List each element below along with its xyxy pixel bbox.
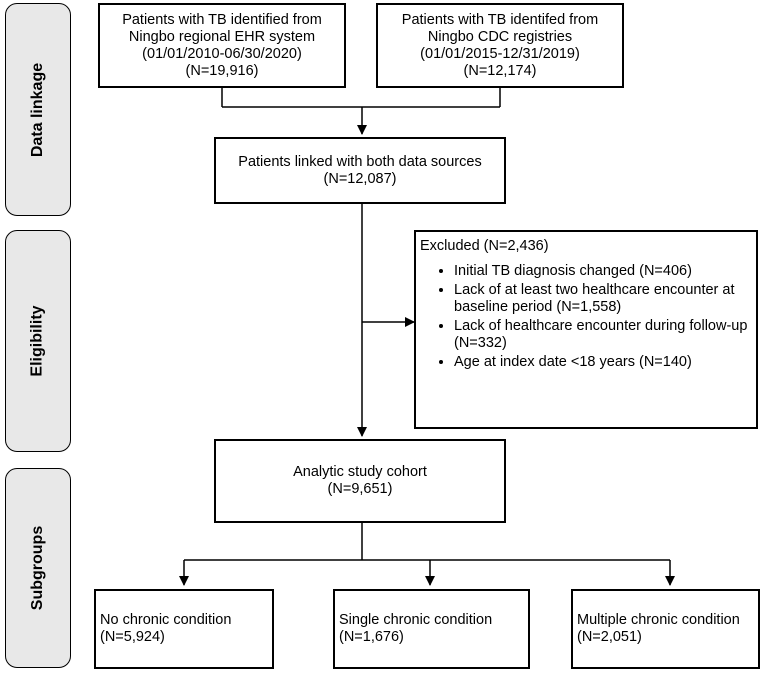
linked-line2: (N=12,087)	[323, 170, 397, 187]
exclusion-item: Age at index date <18 years (N=140)	[454, 354, 752, 371]
cohort-line1: Analytic study cohort	[293, 464, 427, 480]
subgroup-line2: (N=2,051)	[577, 629, 642, 645]
phase-label-text: Subgroups	[29, 525, 46, 611]
source-cdc-line3: (01/01/2015-12/31/2019)	[420, 45, 580, 62]
exclusion-item: Lack of at least two healthcare encounte…	[454, 282, 752, 316]
linked-line1: Patients linked with both data sources	[238, 153, 482, 170]
exclusion-list: Initial TB diagnosis changed (N=406) Lac…	[420, 263, 752, 371]
linked-box: Patients linked with both data sources (…	[214, 137, 506, 204]
source-cdc-line2: Ningbo CDC registries	[427, 28, 573, 45]
source-cdc-box: Patients with TB identifed from Ningbo C…	[376, 3, 624, 88]
subgroup-box-single-chronic: Single chronic condition (N=1,676)	[333, 589, 530, 669]
excluded-title: Excluded (N=2,436)	[420, 238, 549, 254]
source-cdc-line4: (N=12,174)	[463, 62, 537, 79]
subgroup-box-no-chronic: No chronic condition (N=5,924)	[94, 589, 274, 669]
phase-label-text: Data linkage	[29, 62, 47, 157]
source-ehr-line2: Ningbo regional EHR system	[128, 28, 316, 45]
phase-label-text: Eligibility	[29, 305, 46, 377]
phase-label-subgroups: Subgroups	[5, 468, 71, 668]
source-ehr-line1: Patients with TB identified from	[122, 11, 322, 28]
exclusion-item: Initial TB diagnosis changed (N=406)	[454, 263, 752, 280]
cohort-line2: (N=9,651)	[327, 481, 393, 497]
source-ehr-line3: (01/01/2010-06/30/2020)	[142, 45, 302, 62]
subgroup-line2: (N=5,924)	[100, 629, 165, 645]
subgroup-box-multiple-chronic: Multiple chronic condition (N=2,051)	[571, 589, 760, 669]
phase-label-data-linkage: Data linkage	[5, 3, 71, 216]
phase-label-eligibility: Eligibility	[5, 230, 71, 452]
source-ehr-line4: (N=19,916)	[185, 62, 259, 79]
source-ehr-box: Patients with TB identified from Ningbo …	[98, 3, 346, 88]
excluded-box: Excluded (N=2,436) Initial TB diagnosis …	[414, 230, 758, 429]
source-cdc-line1: Patients with TB identifed from	[401, 11, 599, 28]
subgroup-line1: No chronic condition	[100, 612, 232, 628]
subgroup-line2: (N=1,676)	[339, 629, 404, 645]
cohort-box: Analytic study cohort (N=9,651)	[214, 439, 506, 523]
subgroup-line1: Multiple chronic condition	[577, 612, 740, 628]
subgroup-line1: Single chronic condition	[339, 612, 493, 628]
exclusion-item: Lack of healthcare encounter during foll…	[454, 318, 752, 352]
